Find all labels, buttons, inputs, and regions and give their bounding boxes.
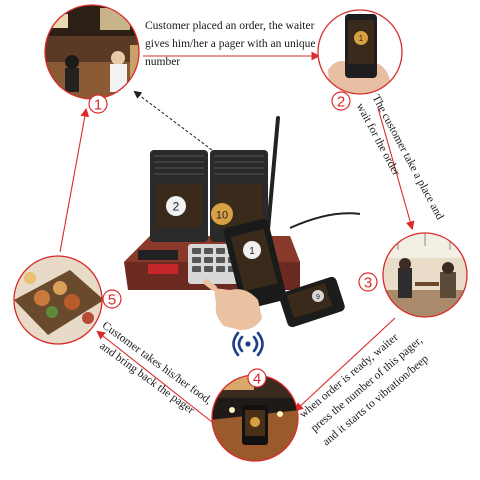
step-5-ring — [13, 255, 103, 345]
antenna-icon — [266, 116, 280, 232]
svg-text:1: 1 — [94, 97, 102, 114]
svg-text:2: 2 — [337, 94, 345, 111]
step-2-photo: 1 — [318, 10, 402, 94]
step-5-photo — [14, 256, 102, 344]
step-5-marker: 5 — [102, 289, 122, 309]
pager-left-number: 2 — [173, 200, 180, 214]
step-2-ring — [317, 9, 403, 95]
step-3-marker: 3 — [358, 272, 378, 292]
svg-text:1: 1 — [359, 34, 364, 43]
held-pager: 1 — [223, 218, 287, 310]
pager-right-badge — [211, 203, 233, 225]
step-1-caption-line: Customer placed an order, the waiter — [145, 20, 315, 32]
wireless-signal-icon — [232, 331, 264, 357]
svg-text:5: 5 — [108, 292, 116, 309]
lying-pager-number: 9 — [316, 294, 320, 301]
step-1-marker: 1 — [88, 94, 108, 114]
arrow-5-to-1 — [59, 107, 90, 253]
step-4-marker: 4 — [247, 368, 267, 388]
hand-pointer-icon — [203, 279, 262, 330]
svg-text:3: 3 — [364, 275, 372, 292]
arrow-device-to-1 — [133, 90, 213, 151]
pager-right-number: 10 — [216, 210, 228, 222]
step-1-caption: Customer placed an order, the waiter giv… — [145, 18, 316, 71]
step-3-photo — [383, 233, 467, 317]
step-3-ring — [382, 232, 468, 318]
pager-left-badge — [166, 196, 186, 216]
step-2-marker: 2 — [331, 91, 351, 111]
step-1-photo — [45, 5, 139, 99]
svg-text:4: 4 — [253, 371, 261, 388]
arrow-4-to-5 — [96, 330, 213, 423]
lying-pager: 9 — [279, 276, 345, 328]
step-1-caption-line: number — [145, 55, 181, 68]
arrow-3-to-4 — [294, 317, 396, 412]
held-pager-number: 1 — [249, 246, 255, 257]
arrow-2-to-3 — [377, 107, 415, 231]
step-1-caption-line: gives him/her a pager with an unique — [145, 37, 316, 50]
